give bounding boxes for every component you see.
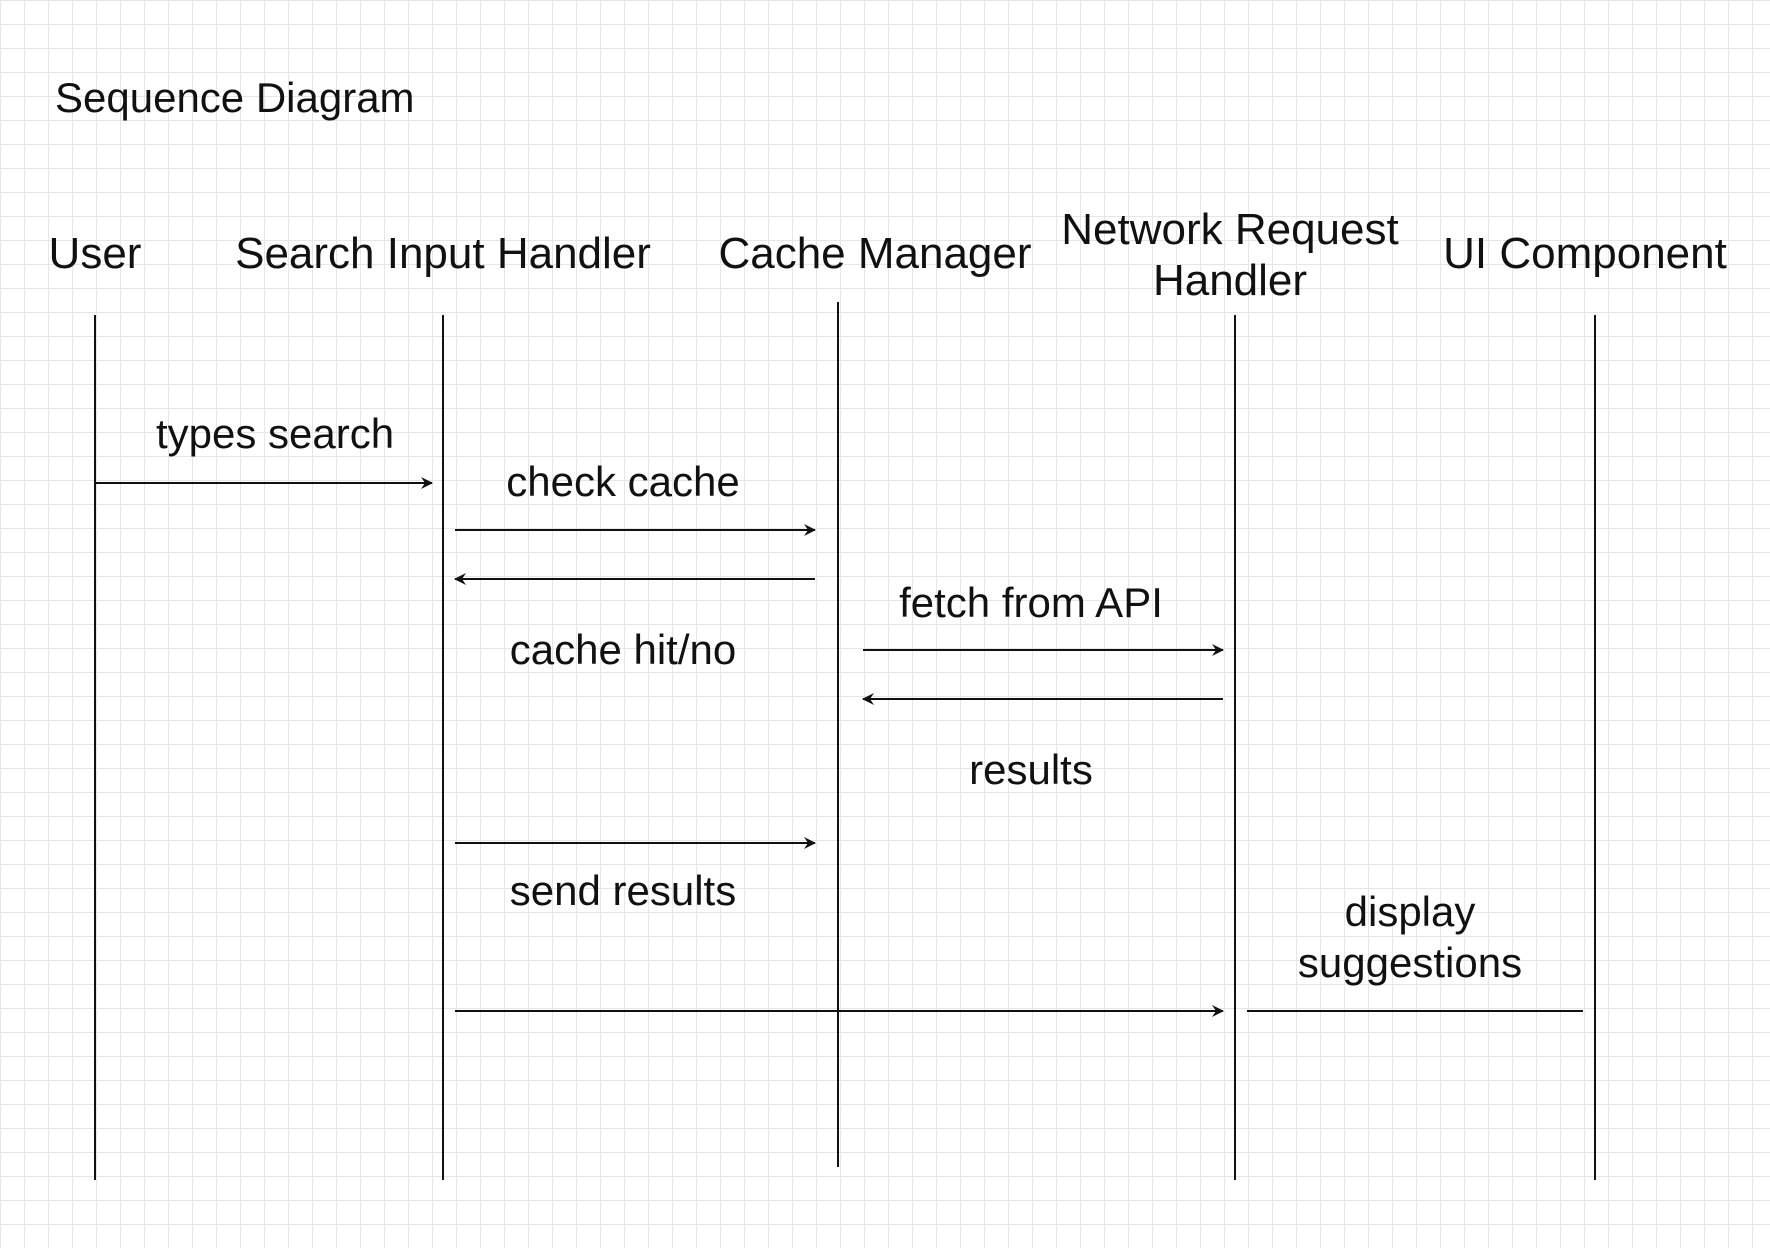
- message-label-types-search: types search: [156, 410, 394, 457]
- participant-label-cache-manager: Cache Manager: [718, 229, 1031, 278]
- participant-label-network-request-handler-line-1: Network Request: [1061, 205, 1398, 254]
- message-label-display-suggestions-line-2: suggestions: [1298, 939, 1522, 986]
- message-label-fetch-from-api: fetch from API: [899, 579, 1163, 626]
- diagram-title: Sequence Diagram: [55, 74, 415, 121]
- labels: Sequence Diagram User Search Input Handle…: [49, 74, 1727, 986]
- message-label-results: results: [969, 746, 1093, 793]
- message-label-cache-hit-no: cache hit/no: [510, 626, 737, 673]
- participant-label-ui-component: UI Component: [1443, 229, 1727, 278]
- message-label-display-suggestions-line-1: display: [1345, 888, 1476, 935]
- participant-label-network-request-handler-line-2: Handler: [1153, 256, 1307, 305]
- participant-label-user: User: [49, 229, 142, 278]
- message-label-check-cache: check cache: [506, 458, 739, 505]
- messages: [95, 477, 1583, 1017]
- lifelines: [94, 302, 1596, 1180]
- participant-label-search-input-handler: Search Input Handler: [235, 229, 651, 278]
- message-label-send-results: send results: [510, 867, 736, 914]
